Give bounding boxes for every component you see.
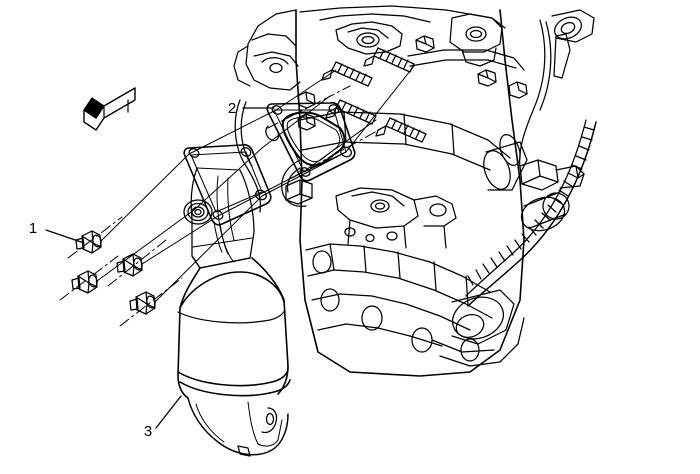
callout-number-1: 1 [29,220,37,237]
exhaust-mounting-stud [363,47,415,73]
exhaust-flange-bolt [116,253,143,277]
engine-hex-bolt [508,81,528,99]
engine-block-assembly [233,5,597,377]
gasket-bolt-hole [328,104,340,114]
callout-number-3: 3 [144,423,152,440]
gasket-bolt-hole [340,146,352,158]
exhaust-flange-bolt [75,230,102,254]
orientation-arrow-icon [83,87,136,131]
center-line [59,85,387,327]
exhaust-flange-bolt [71,270,98,294]
exhaust-flange-bolt [129,291,156,315]
callout-leader [45,107,275,429]
catalytic-converter [177,143,291,457]
converter-flange-hole [240,147,252,157]
engine-hex-bolt [415,35,435,53]
exhaust-mounting-stud [375,117,427,143]
engine-hex-bolt [477,69,497,87]
callout-number-2: 2 [228,100,236,117]
converter-flange-hole [212,210,224,220]
converter-flange-hole [188,148,200,158]
exhaust-mounting-stud [321,61,373,87]
flywheel-ring-gear [451,119,597,345]
gasket-bolt-hole [299,167,311,177]
assembly-line [96,65,415,303]
